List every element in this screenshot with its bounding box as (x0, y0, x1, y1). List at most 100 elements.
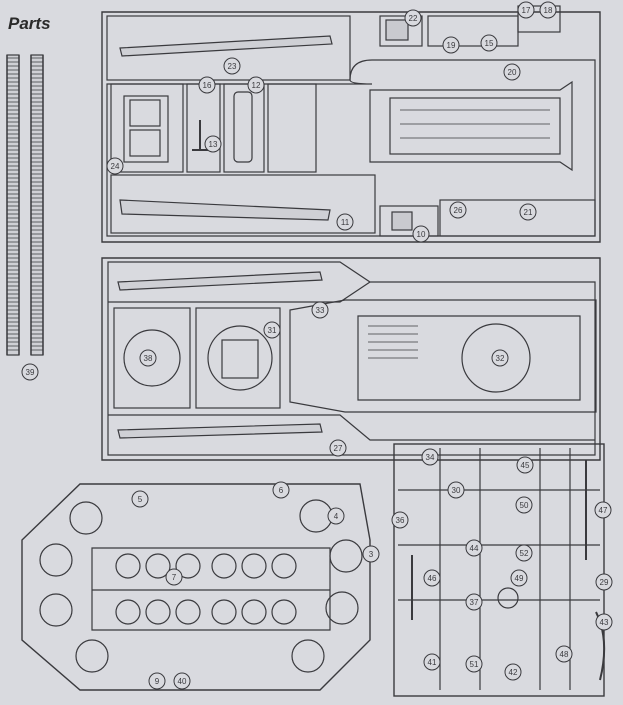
part-label-circle (139, 349, 157, 367)
part-label-text: 48 (560, 650, 569, 659)
part-label-text: 3 (369, 550, 374, 559)
part-label-text: 33 (316, 306, 325, 315)
part-label-50: 50 (515, 496, 533, 514)
part-label-circle (594, 501, 612, 519)
track-left (6, 54, 20, 356)
part-label-text: 45 (521, 461, 530, 470)
part-label-34: 34 (421, 448, 439, 466)
part-label-text: 34 (426, 453, 435, 462)
part-label-11: 11 (336, 213, 354, 231)
part-label-text: 51 (470, 660, 479, 669)
part-label-26: 26 (449, 201, 467, 219)
part-label-circle (519, 203, 537, 221)
part-label-17: 17 (517, 1, 535, 19)
part-label-text: 52 (520, 549, 529, 558)
part-label-20: 20 (503, 63, 521, 81)
part-label-circle (480, 34, 498, 52)
part-label-text: 43 (600, 618, 609, 627)
part-label-circle (131, 490, 149, 508)
part-label-32: 32 (491, 349, 509, 367)
part-label-36: 36 (391, 511, 409, 529)
part-label-circle (449, 201, 467, 219)
part-33-bar (117, 271, 323, 291)
part-label-circle (311, 301, 329, 319)
part-label-text: 31 (268, 326, 277, 335)
part-label-30: 30 (447, 481, 465, 499)
part-label-text: 24 (111, 162, 120, 171)
part-label-circle (595, 573, 613, 591)
part-label-circle (442, 36, 460, 54)
part-label-text: 49 (515, 574, 524, 583)
part-label-21: 21 (519, 203, 537, 221)
part-label-circle (198, 76, 216, 94)
part-label-circle (263, 321, 281, 339)
part-label-circle (423, 569, 441, 587)
part-label-circle (223, 57, 241, 75)
part-label-9: 9 (148, 672, 166, 690)
part-label-4: 4 (327, 507, 345, 525)
part-20-shape (369, 80, 573, 172)
part-label-40: 40 (173, 672, 191, 690)
part-label-text: 13 (209, 140, 218, 149)
part-label-circle (465, 655, 483, 673)
part-label-52: 52 (515, 544, 533, 562)
sprue-frame-middle (101, 257, 601, 461)
part-label-10: 10 (412, 225, 430, 243)
part-label-19: 19 (442, 36, 460, 54)
part-label-39: 39 (21, 363, 39, 381)
part-label-text: 36 (396, 516, 405, 525)
part-label-circle (465, 539, 483, 557)
part-label-circle (412, 225, 430, 243)
drive-wheels (39, 499, 363, 673)
part-24-shape (123, 95, 169, 163)
part-label-circle (595, 613, 613, 631)
part-label-42: 42 (504, 663, 522, 681)
part-10-shape (391, 211, 413, 231)
part-label-29: 29 (595, 573, 613, 591)
part-label-text: 29 (600, 578, 609, 587)
part-label-text: 41 (428, 658, 437, 667)
part-13-shape (192, 120, 208, 151)
part-label-12: 12 (247, 76, 265, 94)
part-label-49: 49 (510, 569, 528, 587)
part-12-shape (233, 91, 253, 163)
part-27-bar (117, 423, 323, 439)
part-label-text: 12 (252, 81, 261, 90)
part-label-circle (504, 663, 522, 681)
part-label-circle (21, 363, 39, 381)
part-23-shape (119, 35, 333, 57)
part-31-shape (207, 325, 273, 391)
part-label-text: 27 (334, 444, 343, 453)
part-label-circle (465, 593, 483, 611)
part-label-text: 7 (172, 573, 177, 582)
part-label-circle (336, 213, 354, 231)
part-label-circle (447, 481, 465, 499)
part-label-text: 16 (203, 81, 212, 90)
part-label-circle (272, 481, 290, 499)
part-label-text: 21 (524, 208, 533, 217)
part-label-text: 37 (470, 598, 479, 607)
part-label-circle (539, 1, 557, 19)
part-label-circle (204, 135, 222, 153)
part-label-27: 27 (329, 439, 347, 457)
part-label-13: 13 (204, 135, 222, 153)
part-label-51: 51 (465, 655, 483, 673)
part-label-text: 18 (544, 6, 553, 15)
part-label-text: 6 (279, 486, 284, 495)
part-label-46: 46 (423, 569, 441, 587)
page-title: Parts (8, 14, 51, 33)
road-wheels (115, 553, 297, 625)
part-label-3: 3 (362, 545, 380, 563)
part-label-41: 41 (423, 653, 441, 671)
part-label-text: 30 (452, 486, 461, 495)
part-label-text: 42 (509, 668, 518, 677)
part-label-circle (404, 9, 422, 27)
part-label-text: 39 (26, 368, 35, 377)
part-label-6: 6 (272, 481, 290, 499)
part-label-circle (106, 157, 124, 175)
part-label-text: 9 (155, 677, 160, 686)
part-label-16: 16 (198, 76, 216, 94)
part-label-circle (517, 1, 535, 19)
part-label-circle (362, 545, 380, 563)
